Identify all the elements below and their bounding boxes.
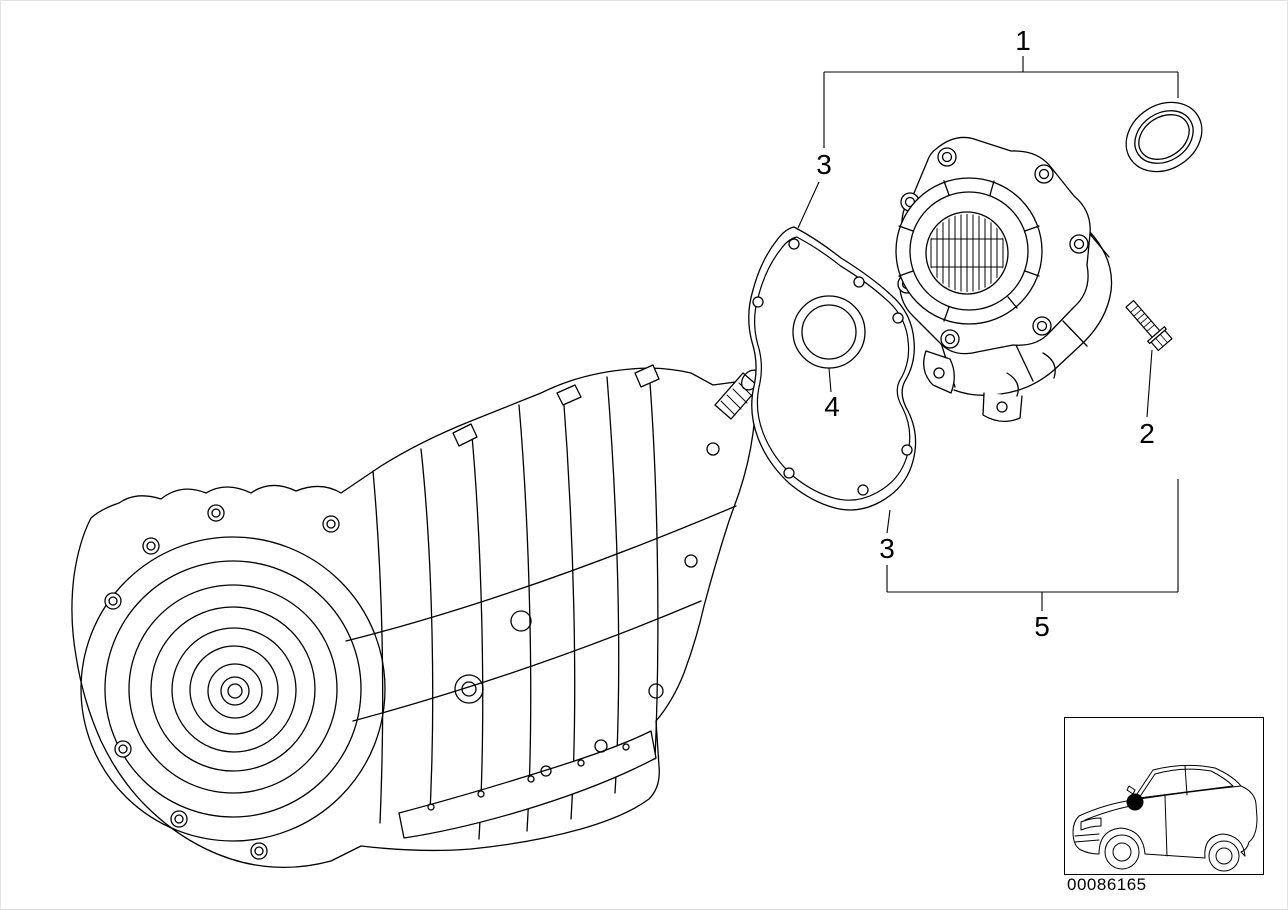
gasket-drawing bbox=[748, 226, 917, 511]
car-drawing bbox=[1072, 764, 1258, 872]
transmission-drawing bbox=[71, 364, 762, 869]
bolt-drawing bbox=[1125, 299, 1173, 352]
callout-leader-lines bbox=[797, 56, 1179, 611]
car-location-thumbnail bbox=[1064, 717, 1264, 875]
callout-4[interactable]: 4 bbox=[822, 391, 842, 422]
seal-ring-drawing bbox=[1125, 101, 1203, 173]
callout-5[interactable]: 5 bbox=[1032, 611, 1052, 642]
diagram-part-number: 00086165 bbox=[1067, 875, 1147, 894]
callout-3-lower[interactable]: 3 bbox=[877, 533, 897, 564]
callout-1[interactable]: 1 bbox=[1013, 25, 1033, 56]
output-housing-drawing bbox=[895, 136, 1113, 422]
callout-2[interactable]: 2 bbox=[1137, 418, 1157, 449]
part-location-dot bbox=[1126, 793, 1144, 811]
callout-3-upper[interactable]: 3 bbox=[814, 149, 834, 180]
